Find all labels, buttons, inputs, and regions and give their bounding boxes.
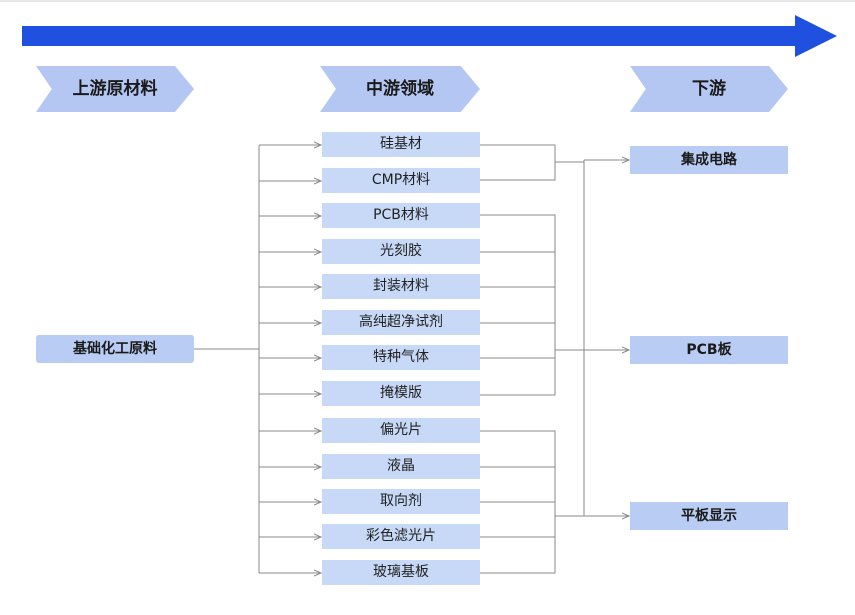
target-flat-display: 平板显示	[630, 502, 788, 530]
target-pcb: PCB板	[630, 336, 788, 364]
material-box: PCB材料	[322, 203, 480, 228]
target-integrated-circuit: 集成电路	[630, 146, 788, 174]
material-arrows	[259, 145, 321, 573]
material-box: 硅基材	[322, 132, 480, 157]
material-box: 掩模版	[322, 381, 480, 406]
bracket-pcb	[480, 214, 584, 396]
source-basic-chemicals: 基础化工原料	[36, 335, 194, 363]
stage-downstream: 下游	[630, 66, 788, 112]
material-box: 玻璃基板	[322, 560, 480, 585]
bracket-ic	[480, 144, 584, 181]
top-border	[0, 0, 855, 2]
flow-arrow	[22, 15, 837, 57]
material-box: 光刻胶	[322, 239, 480, 264]
bracket-display	[480, 430, 584, 574]
material-box: 偏光片	[322, 418, 480, 443]
material-box: 彩色滤光片	[322, 524, 480, 549]
material-box: 特种气体	[322, 345, 480, 370]
material-box: 封装材料	[322, 274, 480, 299]
material-box: 高纯超净试剂	[322, 310, 480, 335]
material-box: CMP材料	[322, 168, 480, 193]
stage-upstream: 上游原材料	[36, 66, 194, 112]
stage-midstream: 中游领域	[320, 66, 480, 112]
material-box: 取向剂	[322, 489, 480, 514]
material-box: 液晶	[322, 454, 480, 479]
